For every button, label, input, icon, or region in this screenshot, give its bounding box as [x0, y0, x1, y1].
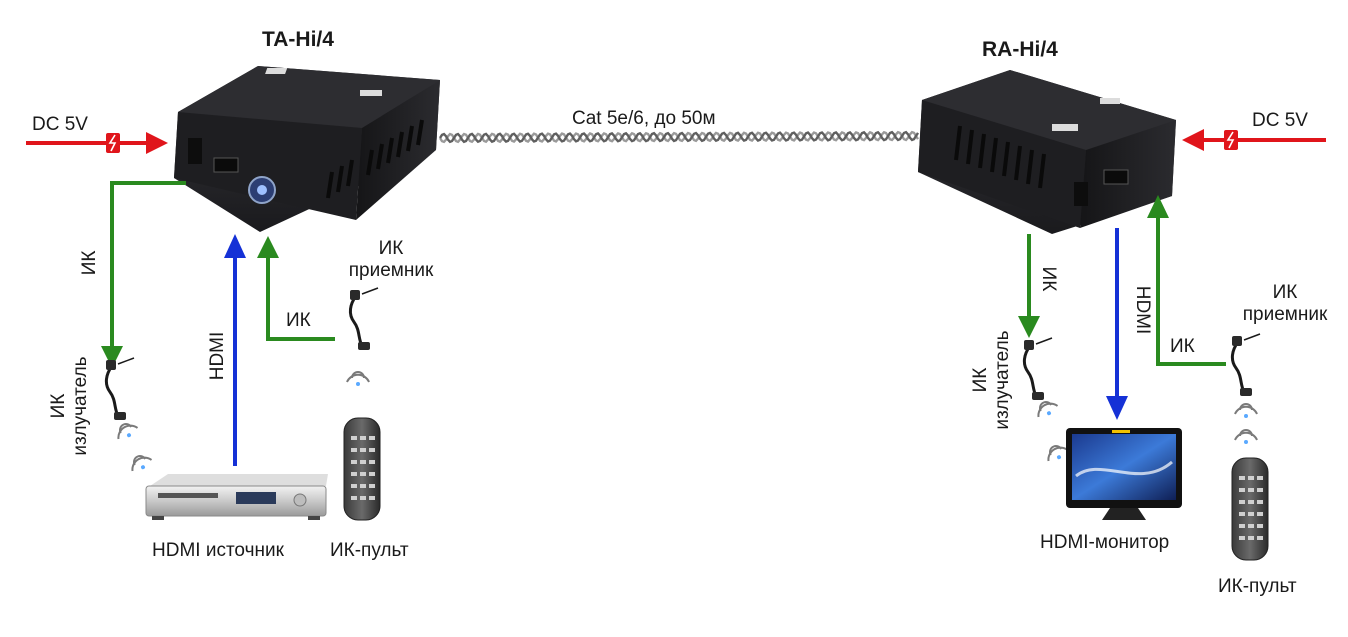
right-remote-label: ИК-пульт: [1218, 576, 1297, 597]
left-ir-out-line: [101, 181, 186, 368]
right-ir-out-line: [1018, 234, 1040, 338]
right-ir-receiver-label: ИК приемник: [1242, 282, 1328, 325]
transmitter-device: [174, 66, 440, 232]
right-ir-out-label: ИК: [1037, 266, 1059, 292]
receiver-title: RA-Hi/4: [982, 38, 1058, 61]
right-ir-emitter-icon: [1022, 337, 1053, 400]
left-ir-emitter-icon: [104, 357, 135, 420]
receiver-device: [918, 70, 1176, 234]
dc-power-left-arrow: [26, 132, 168, 154]
right-ir-receiver-icon: [1230, 333, 1261, 396]
right-ir-in-label: ИК: [1170, 336, 1195, 357]
right-ir-emitter-label: ИК излучатель: [970, 330, 1013, 430]
left-ir-in-label: ИК: [286, 310, 311, 331]
hdmi-source-label: HDMI источник: [152, 540, 284, 561]
left-hdmi-line: [224, 234, 246, 466]
right-hdmi-line: [1106, 228, 1128, 420]
hdmi-source-player-icon: [145, 474, 328, 520]
cable-label: Cat 5e/6, до 50м: [572, 108, 716, 129]
right-ir-in-line: [1147, 195, 1226, 366]
ir-wave-icon: [117, 371, 1258, 472]
left-ir-remote-icon: [343, 417, 381, 521]
dc-power-right-arrow: [1182, 129, 1326, 151]
left-remote-label: ИК-пульт: [330, 540, 409, 561]
left-hdmi-label: HDMI: [207, 331, 228, 381]
left-ir-out-label: ИК: [79, 250, 101, 276]
left-ir-receiver-icon: [348, 287, 379, 350]
cat-cable: [438, 130, 920, 144]
hdmi-monitor-label: HDMI-монитор: [1040, 532, 1170, 553]
dc-power-right-label: DC 5V: [1252, 110, 1308, 131]
right-ir-remote-icon: [1231, 457, 1269, 561]
left-ir-in-line: [257, 236, 335, 341]
left-ir-emitter-label: ИК излучатель: [48, 356, 91, 456]
right-hdmi-label: HDMI: [1132, 285, 1153, 335]
dc-power-left-label: DC 5V: [32, 114, 88, 135]
left-ir-receiver-label: ИК приемник: [348, 238, 434, 281]
hdmi-monitor-icon: [1066, 428, 1182, 520]
transmitter-title: TA-Hi/4: [262, 28, 334, 51]
